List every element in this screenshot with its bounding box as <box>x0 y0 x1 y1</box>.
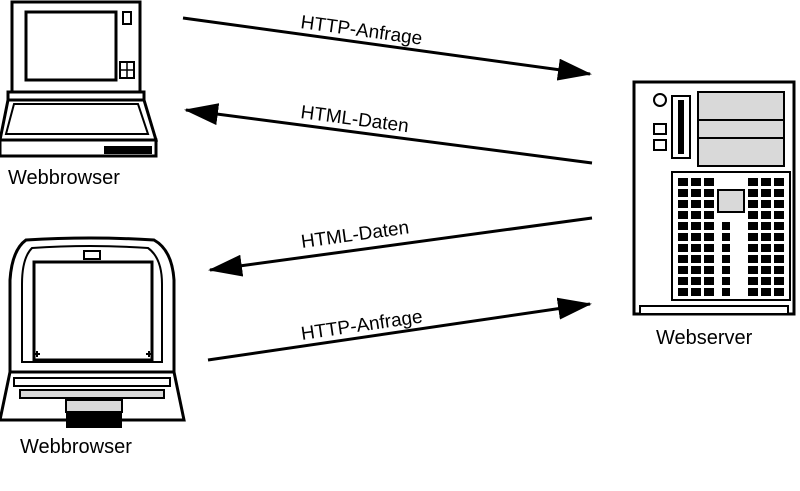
http-request-arrow-top <box>182 16 592 81</box>
html-response-arrow-top <box>184 103 593 165</box>
html-response-label-bottom: HTML-Daten <box>300 217 411 253</box>
laptop-icon <box>0 0 159 158</box>
http-request-arrow-bottom <box>207 297 592 362</box>
server-tower-icon <box>632 80 796 316</box>
webbrowser-label-top: Webbrowser <box>8 167 120 189</box>
html-response-arrow-bottom <box>208 216 593 277</box>
imac-computer-icon <box>0 236 186 428</box>
http-request-label-bottom: HTTP-Anfrage <box>300 306 424 344</box>
webbrowser-label-bottom: Webbrowser <box>20 436 132 458</box>
webserver-label: Webserver <box>656 327 753 349</box>
